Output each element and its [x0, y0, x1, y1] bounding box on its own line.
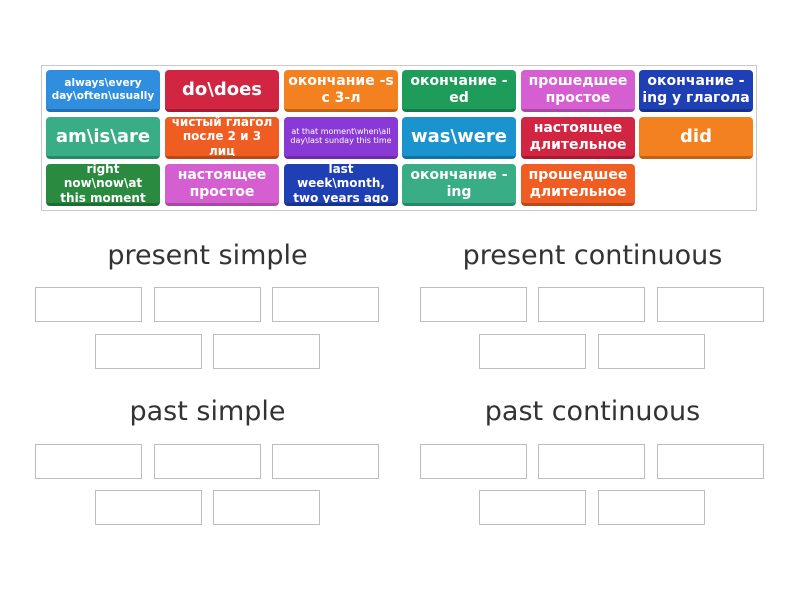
- drop-slot[interactable]: [213, 334, 320, 369]
- group-title-present-simple: present simple: [107, 240, 308, 271]
- tile-label: always\every day\often\usually: [51, 76, 155, 102]
- answer-bank: always\every day\often\usually do\does о…: [41, 65, 757, 211]
- tile-ending-ing-verb[interactable]: окончание -ing у глагола: [639, 70, 753, 112]
- tile-label: окончание -ing у глагола: [642, 72, 750, 106]
- group-title-past-simple: past simple: [129, 396, 286, 427]
- tile-label: was\were: [411, 125, 507, 147]
- tile-always-every-day[interactable]: always\every day\often\usually: [46, 70, 160, 112]
- tile-label: прошедшее длительное: [528, 166, 628, 200]
- drop-slot[interactable]: [272, 444, 379, 479]
- group-title-present-continuous: present continuous: [462, 240, 723, 271]
- drop-slot[interactable]: [657, 444, 764, 479]
- tile-label: am\is\are: [55, 125, 151, 147]
- drop-slot[interactable]: [538, 444, 645, 479]
- tile-last-week[interactable]: last week\month, two years ago: [284, 164, 398, 206]
- tile-right-now[interactable]: right now\now\at this moment: [46, 164, 160, 206]
- drop-slot[interactable]: [95, 490, 202, 525]
- tile-past-continuous-ru[interactable]: прошедшее длительное: [521, 164, 635, 206]
- tile-bare-verb[interactable]: чистый глагол после 2 и 3 лиц: [165, 117, 279, 159]
- tile-label: at that moment\when\all day\last sunday …: [290, 126, 392, 145]
- drop-slot[interactable]: [95, 334, 202, 369]
- drop-slot[interactable]: [35, 444, 142, 479]
- tile-did[interactable]: did: [639, 117, 753, 159]
- tile-am-is-are[interactable]: am\is\are: [46, 117, 160, 159]
- group-title-past-continuous: past continuous: [484, 396, 701, 427]
- tile-ending-s[interactable]: окончание -s с 3-л: [284, 70, 398, 112]
- drop-slot[interactable]: [420, 444, 527, 479]
- tile-at-that-moment[interactable]: at that moment\when\all day\last sunday …: [284, 117, 398, 159]
- drop-slot[interactable]: [272, 287, 379, 322]
- tile-label: окончание -ed: [410, 72, 508, 106]
- tile-present-simple-ru[interactable]: настоящее простое: [165, 164, 279, 206]
- tile-ending-ed[interactable]: окончание -ed: [402, 70, 516, 112]
- drop-slot[interactable]: [154, 444, 261, 479]
- drop-slot[interactable]: [538, 287, 645, 322]
- tile-label: чистый глагол после 2 и 3 лиц: [171, 117, 273, 158]
- drop-slot[interactable]: [420, 287, 527, 322]
- tile-label: окончание -ing: [410, 166, 508, 200]
- drop-slot[interactable]: [598, 490, 705, 525]
- tile-label: do\does: [182, 78, 262, 100]
- tile-label: окончание -s с 3-л: [288, 72, 394, 106]
- tile-label: прошедшее простое: [528, 72, 628, 106]
- tile-was-were[interactable]: was\were: [402, 117, 516, 159]
- tile-ending-ing[interactable]: окончание -ing: [402, 164, 516, 206]
- drop-slot[interactable]: [479, 490, 586, 525]
- tile-label: настоящее простое: [177, 166, 267, 200]
- drop-slot[interactable]: [657, 287, 764, 322]
- tile-label: did: [680, 125, 712, 147]
- tile-label: last week\month, two years ago: [293, 164, 389, 205]
- drop-slot[interactable]: [35, 287, 142, 322]
- tile-label: настоящее длительное: [529, 119, 627, 153]
- drop-slot[interactable]: [154, 287, 261, 322]
- drop-slot[interactable]: [479, 334, 586, 369]
- drop-slot[interactable]: [213, 490, 320, 525]
- tile-label: right now\now\at this moment: [60, 164, 146, 205]
- drop-slot[interactable]: [598, 334, 705, 369]
- tile-past-simple-ru[interactable]: прошедшее простое: [521, 70, 635, 112]
- tile-do-does[interactable]: do\does: [165, 70, 279, 112]
- tile-present-continuous-ru[interactable]: настоящее длительное: [521, 117, 635, 159]
